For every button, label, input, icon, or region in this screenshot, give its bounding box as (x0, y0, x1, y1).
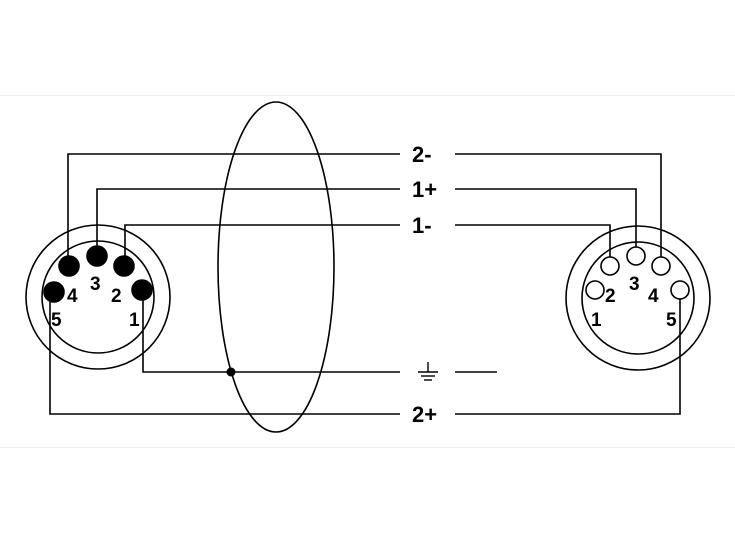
label-2-plus: 2+ (412, 402, 437, 427)
left-pin-2 (113, 255, 135, 277)
wire-1-minus-left (124, 224, 400, 266)
left-connector-outer-ring (25, 224, 171, 370)
wire-2-minus-left (67, 153, 400, 266)
left-connector-inner-ring (41, 240, 155, 354)
label-1-plus: 1+ (412, 177, 437, 202)
left-pin-1 (131, 279, 153, 301)
left-pin-label-3: 3 (90, 274, 101, 295)
wire-2-plus-right (455, 289, 681, 415)
shield-junction-dot (226, 367, 236, 377)
right-pin-2 (600, 256, 620, 276)
right-pin-label-1: 1 (591, 310, 602, 331)
right-connector-outer-ring (565, 225, 711, 371)
wire-1-plus-right (455, 188, 637, 253)
right-pin-label-2: 2 (605, 286, 616, 307)
right-pin-3 (626, 246, 646, 266)
wire-2-minus-right (455, 153, 662, 263)
left-pin-label-5: 5 (51, 310, 62, 331)
left-pin-4 (58, 255, 80, 277)
right-pin-label-3: 3 (629, 274, 640, 295)
wire-ground-left (142, 291, 400, 373)
left-pin-label-1: 1 (129, 310, 140, 331)
left-pin-5 (43, 281, 65, 303)
right-connector-inner-ring (581, 241, 695, 355)
label-2-minus: 2- (412, 142, 432, 167)
left-pin-label-4: 4 (67, 286, 78, 307)
left-pin-3 (86, 245, 108, 267)
wire-1-minus-right (455, 224, 611, 263)
right-pin-4 (651, 256, 671, 276)
ground-symbol-icon (418, 362, 438, 381)
cable-shield-ellipse (217, 101, 335, 433)
right-pin-label-5: 5 (666, 310, 677, 331)
right-pin-1 (585, 280, 605, 300)
right-pin-label-4: 4 (648, 286, 659, 307)
wire-2-plus-left (49, 292, 400, 415)
wire-1-plus-left (96, 188, 400, 256)
label-1-minus: 1- (412, 213, 432, 238)
right-pin-5 (670, 280, 690, 300)
left-pin-label-2: 2 (111, 286, 122, 307)
